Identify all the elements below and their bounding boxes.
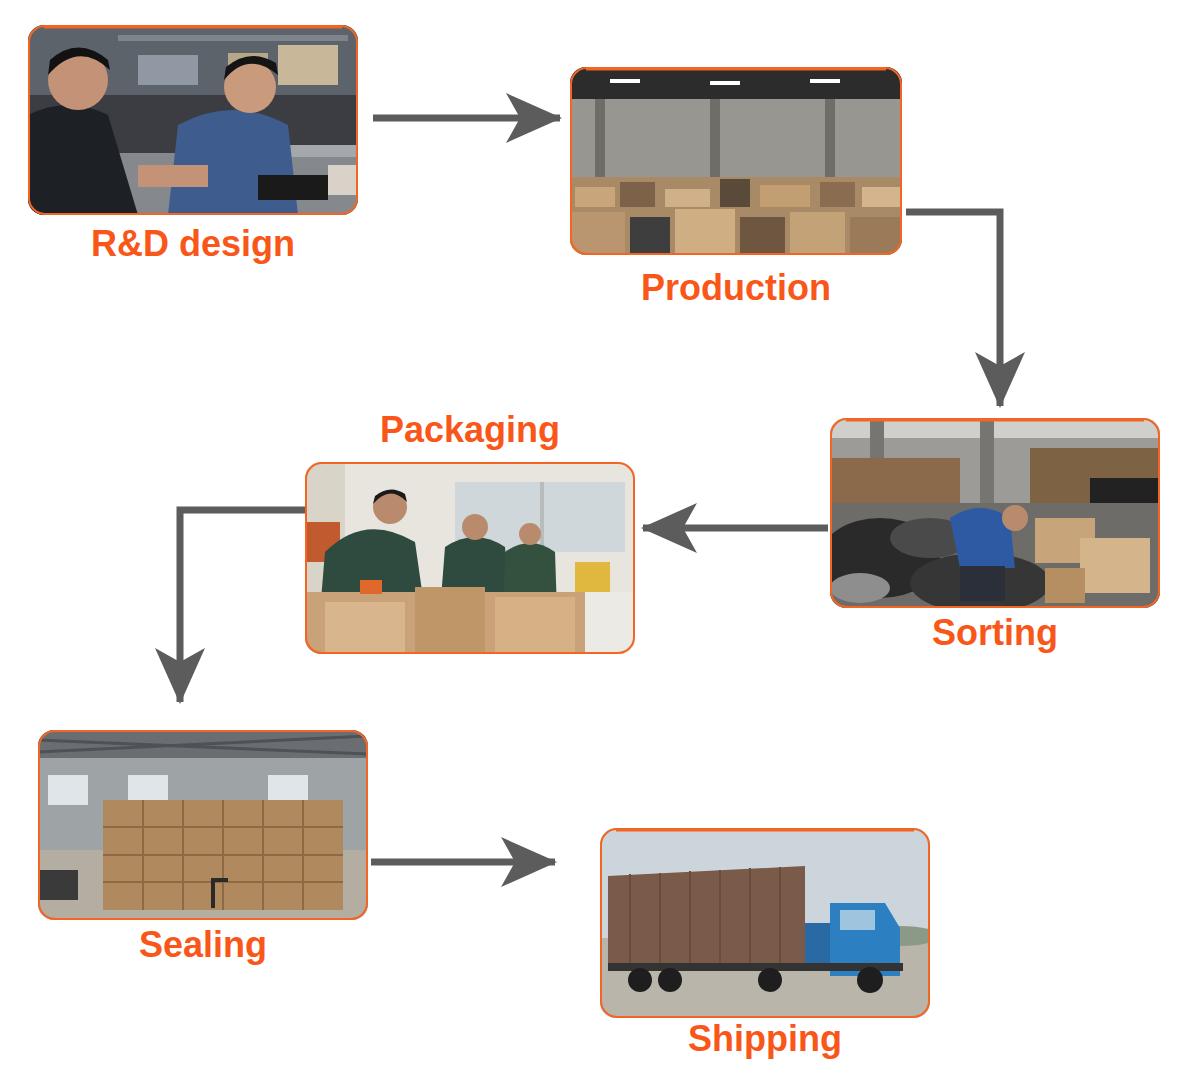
photo-slot <box>28 25 358 215</box>
step-label: Shipping <box>600 1018 930 1060</box>
flow-arrow <box>180 510 305 702</box>
flow-arrow <box>906 212 1000 406</box>
photo-step: Production <box>570 67 902 309</box>
step-label: Production <box>570 267 902 309</box>
step-label: Sorting <box>830 612 1160 654</box>
flow-arrow <box>643 525 828 532</box>
production-photo <box>570 67 902 255</box>
photo-slot <box>600 828 930 1018</box>
photo-step: Shipping <box>600 828 930 1060</box>
photo-slot <box>830 418 1160 608</box>
packaging-photo <box>305 462 635 654</box>
photo-step: R&D design <box>28 25 358 265</box>
photo-slot <box>38 730 368 920</box>
photo-slot <box>570 67 902 255</box>
shipping-photo <box>600 828 930 1018</box>
rd-photo <box>28 25 358 215</box>
photo-step: Packaging <box>305 409 635 654</box>
step-label: Sealing <box>38 924 368 966</box>
step-label: R&D design <box>28 223 358 265</box>
photo-step: Sorting <box>830 418 1160 654</box>
step-label: Packaging <box>305 409 635 451</box>
sorting-photo <box>830 418 1160 608</box>
flow-arrow <box>373 115 560 122</box>
photo-step: Sealing <box>38 730 368 966</box>
photo-slot <box>305 462 635 654</box>
sealing-photo <box>38 730 368 920</box>
flow-arrow <box>371 859 555 866</box>
